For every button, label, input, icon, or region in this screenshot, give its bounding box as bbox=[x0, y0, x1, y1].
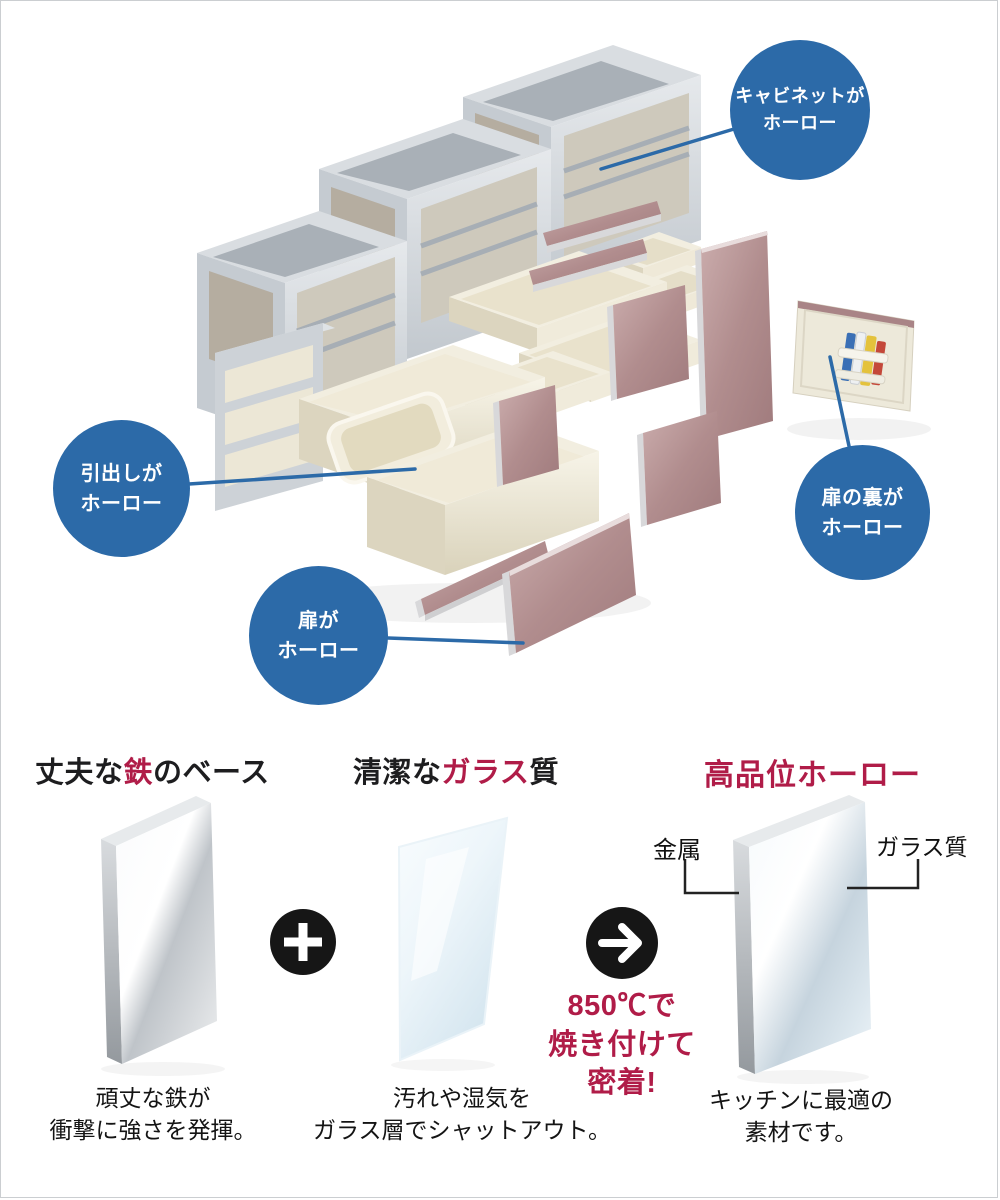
step-caption-glass-line1: 汚れや湿気を bbox=[393, 1085, 531, 1111]
step-heading-iron-pre: 丈夫な bbox=[35, 757, 124, 789]
drawer-tray-group bbox=[299, 232, 729, 575]
step-heading-iron: 丈夫な鉄のベース bbox=[35, 749, 270, 791]
callout-door-back: 扉の裏が ホーロー bbox=[795, 445, 930, 580]
material-label-glass: ガラス質 bbox=[876, 834, 968, 860]
step-caption-iron-line1: 頑丈な鉄が bbox=[95, 1085, 211, 1111]
bake-note-line1: 850℃で bbox=[567, 990, 677, 1022]
step-caption-glass: 汚れや湿気を ガラス層でシャットアウト。 bbox=[312, 1083, 612, 1146]
step-heading-glass-em: ガラス bbox=[441, 757, 530, 789]
slab-shadows bbox=[101, 1059, 869, 1084]
bake-note-line2: 焼き付けて bbox=[548, 1028, 696, 1061]
step-caption-iron: 頑丈な鉄が 衝撃に強さを発揮。 bbox=[23, 1083, 283, 1146]
glass-label-line bbox=[847, 859, 920, 890]
step-heading-iron-post: のベース bbox=[153, 757, 270, 789]
callout-cabinet-line2: ホーロー bbox=[763, 113, 837, 133]
callout-line-door bbox=[386, 636, 525, 645]
bake-note-line3: 密着! bbox=[587, 1067, 657, 1100]
step-caption-enamel: キッチンに最適の 素材です。 bbox=[651, 1085, 951, 1148]
callout-door-line2: ホーロー bbox=[277, 639, 360, 662]
step-caption-enamel-line2: 素材です。 bbox=[744, 1118, 858, 1145]
step-caption-glass-line2: ガラス層でシャットアウト。 bbox=[312, 1116, 612, 1143]
callout-door-back-line1: 扉の裏が bbox=[821, 486, 904, 509]
callout-drawer-line1: 引出しが bbox=[80, 462, 163, 485]
arrow-right-icon bbox=[586, 907, 658, 979]
material-slabs-illustration bbox=[101, 795, 920, 1084]
metal-label-line bbox=[683, 859, 739, 895]
door-panel-group bbox=[415, 201, 773, 656]
step-heading-enamel: 高品位ホーロー bbox=[704, 750, 921, 794]
step-caption-iron-line2: 衝撃に強さを発揮。 bbox=[49, 1116, 257, 1143]
plus-icon bbox=[270, 909, 336, 975]
enamel-slab bbox=[733, 795, 871, 1074]
callout-line-drawer bbox=[187, 467, 417, 486]
glass-pane bbox=[397, 816, 509, 1062]
exploded-cabinet-illustration bbox=[187, 45, 931, 656]
callout-door-line1: 扉が bbox=[298, 609, 339, 632]
condiment-rack bbox=[834, 331, 889, 386]
step-heading-glass-pre: 清潔な bbox=[353, 757, 442, 789]
callout-door-back-line2: ホーロー bbox=[821, 516, 904, 539]
material-label-metal: 金属 bbox=[653, 837, 701, 864]
enamel-tub bbox=[326, 391, 456, 485]
callout-line-cabinet bbox=[599, 127, 736, 171]
door-back-panel bbox=[792, 300, 915, 412]
step-heading-glass: 清潔なガラス質 bbox=[353, 749, 559, 791]
callout-line-door-back bbox=[828, 355, 851, 448]
callout-connector-lines bbox=[187, 127, 851, 645]
step-heading-glass-post: 質 bbox=[529, 757, 559, 789]
callout-cabinet: キャビネットが ホーロー bbox=[730, 40, 870, 180]
metal-slab bbox=[101, 796, 217, 1064]
callout-drawer-line2: ホーロー bbox=[80, 492, 163, 515]
bake-note: 850℃で 焼き付けて 密着! bbox=[536, 987, 708, 1103]
callout-door: 扉が ホーロー bbox=[249, 566, 388, 705]
callout-cabinet-line1: キャビネットが bbox=[735, 86, 865, 106]
step-heading-iron-em: 鉄 bbox=[123, 757, 154, 789]
callout-drawer: 引出しが ホーロー bbox=[53, 420, 190, 557]
step-caption-enamel-line1: キッチンに最適の bbox=[709, 1087, 893, 1113]
step-heading-enamel-em: 高品位ホーロー bbox=[704, 759, 921, 792]
label-connector-lines bbox=[683, 859, 920, 895]
